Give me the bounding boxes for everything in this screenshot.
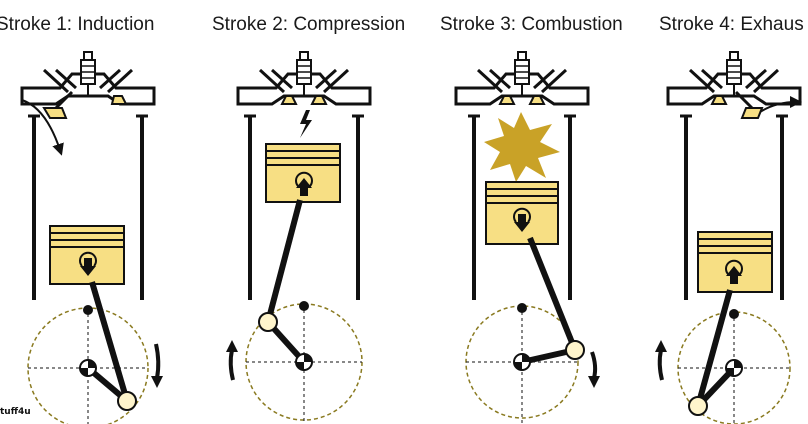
stroke-3-crank <box>465 236 585 424</box>
stroke-4-piston <box>697 231 773 293</box>
stroke-2-title: Stroke 2: Compression <box>212 14 406 35</box>
intake-valve-icon <box>688 68 728 105</box>
spark-plug-icon <box>296 51 312 96</box>
stroke-1-crank <box>27 281 149 424</box>
intake-valve-icon <box>258 68 298 105</box>
stroke-4-panel <box>655 51 802 424</box>
stroke-2-crank <box>245 199 363 424</box>
exhaust-valve-icon <box>734 68 780 119</box>
rotation-arrow-icon <box>151 343 163 388</box>
exhaust-valve-icon <box>528 68 568 105</box>
spark-icon <box>300 110 312 138</box>
stroke-1-piston <box>49 225 125 285</box>
exhaust-valve-icon <box>98 68 134 105</box>
rotation-arrow-icon <box>226 340 238 381</box>
stroke-1-title: Stroke 1: Induction <box>0 14 155 35</box>
stroke-3-piston <box>485 181 559 245</box>
stroke-4-crank <box>677 289 791 424</box>
intake-valve-icon <box>476 68 516 105</box>
spark-plug-icon <box>726 51 742 96</box>
intake-valve-icon <box>42 68 78 119</box>
stroke-4-title: Stroke 4: Exhaus <box>659 14 804 35</box>
stroke-2-piston <box>265 143 341 203</box>
credit-text: tuff4u <box>0 407 31 417</box>
exhaust-valve-icon <box>310 68 350 105</box>
explosion-icon <box>484 112 560 182</box>
stroke-2-panel <box>226 51 372 424</box>
stroke-1-panel <box>20 51 163 424</box>
stroke-3-title: Stroke 3: Combustion <box>440 14 623 35</box>
spark-plug-icon <box>80 51 96 96</box>
spark-plug-icon <box>514 51 530 96</box>
stroke-3-panel <box>454 51 600 424</box>
rotation-arrow-icon <box>588 351 600 388</box>
rotation-arrow-icon <box>655 340 667 381</box>
